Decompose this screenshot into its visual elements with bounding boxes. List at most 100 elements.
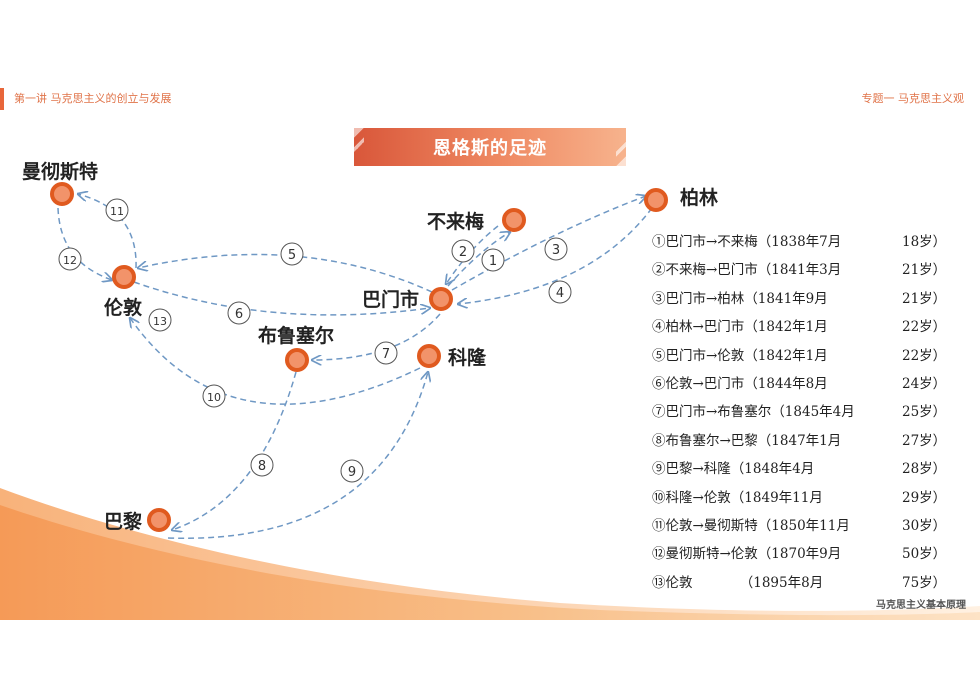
route-number-badge-13: [148, 308, 172, 332]
city-label-berlin: 柏林: [680, 186, 718, 209]
topic-title: 专题一 马克思主义观: [861, 92, 965, 105]
route-path-8: [172, 371, 297, 530]
city-label-manchester: 曼彻斯特: [22, 160, 98, 183]
city-label-barmen: 巴门市: [362, 288, 419, 311]
route-text: ⑤巴门市→伦敦（1842年1月: [652, 347, 828, 364]
route-number-10: 10: [207, 391, 221, 404]
marker-cologne: [417, 344, 441, 368]
route-age: 24岁）: [902, 375, 947, 392]
route-list-item: ②不来梅→巴门市（1841年3月 21岁）: [652, 260, 947, 288]
route-age: 50岁）: [902, 546, 947, 563]
marker-manchester: [50, 182, 74, 206]
route-number-5: 5: [288, 248, 296, 263]
route-text: ④柏林→巴门市（1842年1月: [652, 319, 828, 336]
route-path-2: [446, 225, 499, 284]
route-number-badge-5: [280, 242, 304, 266]
route-text: ⑦巴门市→布鲁塞尔（1845年4月: [652, 404, 855, 421]
route-number-badge-1: [481, 248, 505, 272]
route-number-2: 2: [459, 245, 467, 260]
route-number-badge-12: [58, 247, 82, 271]
route-list-item: ⑥伦敦→巴门市（1844年8月 24岁）: [652, 374, 947, 402]
city-label-brussels: 布鲁塞尔: [258, 324, 334, 347]
route-age: 21岁）: [902, 262, 947, 279]
route-text: ⑥伦敦→巴门市（1844年8月: [652, 375, 828, 392]
route-number-6: 6: [235, 307, 243, 322]
route-number-12: 12: [63, 254, 77, 267]
banner-stripe-right: [616, 128, 626, 166]
marker-barmen: [429, 287, 453, 311]
route-text: ⑬伦敦 （1895年8月: [652, 574, 824, 591]
route-text: ①巴门市→不来梅（1838年7月: [652, 234, 842, 250]
route-number-1: 1: [489, 254, 497, 269]
route-path-10: [130, 318, 421, 405]
route-number-8: 8: [258, 459, 266, 474]
route-list-item: ⑦巴门市→布鲁塞尔（1845年4月 25岁）: [652, 402, 947, 430]
marker-london: [112, 265, 136, 289]
banner-stripe-left: [354, 128, 364, 166]
route-path-3: [451, 196, 646, 291]
city-label-bremen: 不来梅: [427, 210, 484, 233]
route-age: 25岁）: [902, 404, 947, 421]
route-number-badge-10: [202, 384, 226, 408]
city-label-cologne: 科隆: [448, 346, 487, 369]
route-age: 21岁）: [902, 290, 947, 307]
route-number-badge-9: [340, 459, 364, 483]
route-text: ⑩科隆→伦敦（1849年11月: [652, 489, 823, 506]
course-footer: 马克思主义基本原理: [876, 600, 966, 611]
route-number-badge-11: [105, 198, 129, 222]
route-text: ⑫曼彻斯特→伦敦（1870年9月: [652, 546, 842, 563]
marker-brussels: [285, 348, 309, 372]
route-path-6: [133, 281, 430, 316]
route-text: ⑨巴黎→科隆（1848年4月: [652, 461, 815, 478]
route-path-11: [78, 194, 137, 269]
marker-berlin: [644, 188, 668, 212]
route-path-4: [458, 207, 653, 304]
route-number-badge-7: [374, 341, 398, 365]
route-path-9: [167, 372, 428, 539]
route-text: ⑧布鲁塞尔→巴黎（1847年1月: [652, 432, 842, 449]
route-list: ①巴门市→不来梅（1838年7月 18岁） ②不来梅→巴门市（1841年3月 21岁…: [652, 232, 947, 601]
route-list-item: ①巴门市→不来梅（1838年7月 18岁）: [652, 232, 947, 260]
title-banner: 恩格斯的足迹: [354, 128, 626, 166]
route-text: ⑪伦敦→曼彻斯特（1850年11月: [652, 517, 850, 534]
route-number-3: 3: [552, 243, 560, 258]
route-age: 18岁）: [902, 234, 947, 250]
route-number-badge-4: [548, 280, 572, 304]
marker-paris: [147, 508, 171, 532]
route-path-1: [447, 232, 510, 287]
header-accent-bar: [0, 88, 4, 110]
route-number-4: 4: [556, 286, 564, 301]
lecture-title: 第一讲 马克思主义的创立与发展: [14, 92, 172, 105]
route-number-13: 13: [153, 315, 167, 328]
route-text: ③巴门市→柏林（1841年9月: [652, 290, 828, 307]
route-age: 75岁）: [902, 574, 947, 591]
route-text: ②不来梅→巴门市（1841年3月: [652, 262, 842, 279]
route-age: 30岁）: [902, 517, 947, 534]
route-number-badge-6: [227, 301, 251, 325]
marker-bremen: [502, 208, 526, 232]
route-number-badge-2: [451, 239, 475, 263]
route-list-item: ③巴门市→柏林（1841年9月 21岁）: [652, 289, 947, 317]
route-list-item: ⑤巴门市→伦敦（1842年1月 22岁）: [652, 346, 947, 374]
route-number-badge-8: [250, 453, 274, 477]
route-number-badge-3: [544, 237, 568, 261]
route-number-9: 9: [348, 465, 356, 480]
route-age: 22岁）: [902, 319, 947, 336]
route-number-7: 7: [382, 347, 390, 362]
page-title: 恩格斯的足迹: [433, 138, 547, 159]
route-list-item: ④柏林→巴门市（1842年1月 22岁）: [652, 317, 947, 345]
route-list-item: ⑫曼彻斯特→伦敦（1870年9月 50岁）: [652, 544, 947, 572]
route-list-item: ⑪伦敦→曼彻斯特（1850年11月 30岁）: [652, 516, 947, 544]
route-list-item: ⑬伦敦 （1895年8月 75岁）: [652, 573, 947, 601]
route-age: 28岁）: [902, 461, 947, 478]
route-list-item: ⑨巴黎→科隆（1848年4月 28岁）: [652, 459, 947, 487]
route-age: 29岁）: [902, 489, 947, 506]
route-number-11: 11: [110, 205, 124, 218]
route-age: 22岁）: [902, 347, 947, 364]
route-list-item: ⑩科隆→伦敦（1849年11月 29岁）: [652, 488, 947, 516]
city-label-london: 伦敦: [104, 296, 143, 319]
